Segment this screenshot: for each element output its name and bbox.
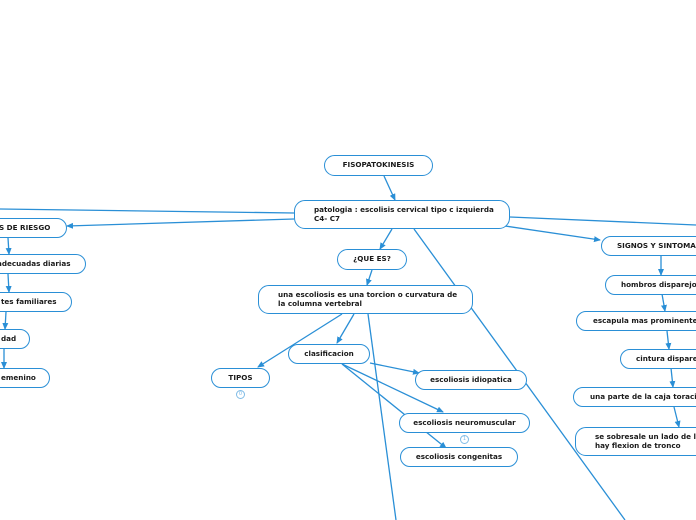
node-escoliosis-neuromuscular[interactable]: escoliosis neuromuscular — [399, 413, 530, 433]
node-antecedentes-familiares[interactable]: tes familiares — [0, 292, 72, 312]
node-tipos[interactable]: TIPOS — [211, 368, 270, 388]
link-definicion-offscreen-bottom — [367, 313, 397, 520]
node-clasificacion[interactable]: clasificacion — [288, 344, 370, 364]
node-femenino[interactable]: emenino — [0, 368, 50, 388]
link-patologia-offscreen-left — [0, 208, 295, 214]
link-quees-definicion — [366, 269, 373, 286]
link-antecedentes-edad — [2, 311, 9, 330]
node-escoliosis-idiopatica[interactable]: escoliosis idiopatica — [415, 370, 527, 390]
node-escapula-prominente[interactable]: escapula mas prominente — [576, 311, 696, 331]
node-hombros-disparejos[interactable]: hombros disparejos — [605, 275, 696, 295]
node-caja-toracica[interactable]: una parte de la caja toracica — [573, 387, 696, 407]
node-signos-y-sintomas[interactable]: SIGNOS Y SINTOMAS — [601, 236, 696, 256]
link-hombros-escapula — [661, 293, 667, 312]
node-fisiopatokinesis[interactable]: FISOPATOKINESIS — [324, 155, 433, 176]
link-clasificacion-neuromuscular — [341, 363, 444, 413]
link-root-patologia — [383, 175, 396, 201]
node-cintura-dispareja[interactable]: cintura dispareja — [620, 349, 696, 369]
tipos-count-badge[interactable]: 0 — [236, 390, 245, 399]
neuromuscular-count-badge[interactable]: 1 — [460, 435, 469, 444]
link-definicion-tipos — [257, 313, 343, 368]
node-edad[interactable]: dad — [0, 329, 30, 349]
node-sobresale-lado[interactable]: se sobresale un lado de la hay flexion d… — [575, 427, 696, 456]
node-definicion[interactable]: una escoliosis es una torcion o curvatur… — [258, 285, 473, 314]
link-caja-sobresale — [673, 406, 681, 428]
link-escapula-cintura — [665, 330, 672, 350]
link-cintura-caja — [669, 367, 676, 388]
node-que-es[interactable]: ¿QUE ES? — [337, 249, 407, 270]
link-adecuadas-antecedentes — [5, 273, 12, 293]
link-patologia-quees — [379, 228, 393, 250]
link-patologia-offscreen-right — [509, 216, 696, 226]
link-clasificacion-idiopatica — [369, 362, 420, 375]
node-factores-de-riesgo[interactable]: S DE RIESGO — [0, 218, 67, 238]
link-patologia-factores — [66, 218, 295, 229]
node-patologia[interactable]: patologia : escolisis cervical tipo c iz… — [294, 200, 510, 229]
link-factores-adecuadas — [5, 237, 12, 255]
node-adecuadas-diarias[interactable]: adecuadas diarias — [0, 254, 86, 274]
link-clasificacion-congenitas — [341, 363, 447, 449]
link-patologia-signos — [504, 225, 601, 243]
link-definicion-clasificacion — [336, 313, 355, 344]
node-escoliosis-congenitas[interactable]: escoliosis congenitas — [400, 447, 518, 467]
